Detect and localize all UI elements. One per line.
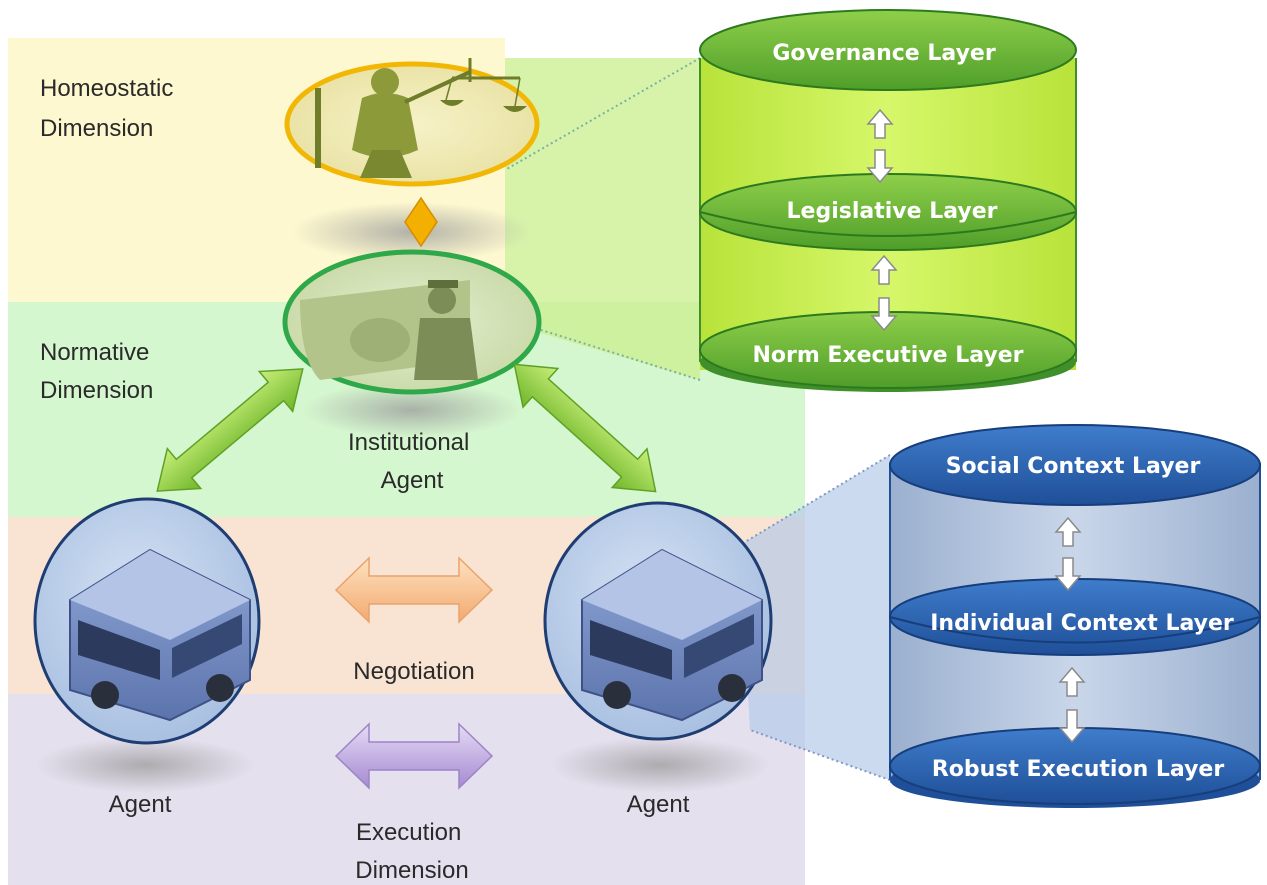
blue-projection-funnel xyxy=(740,455,890,780)
individual-context-layer-disc: Individual Context Layer xyxy=(889,578,1261,656)
homeostatic-link-diamond xyxy=(404,196,438,248)
bus-icon xyxy=(581,548,763,722)
norm-executive-layer-disc: Norm Executive Layer xyxy=(699,311,1077,389)
institutional-agent-label: Institutional Agent xyxy=(348,429,476,494)
governance-layer-label: Governance Layer xyxy=(772,41,996,66)
legislative-layer-disc: Legislative Layer xyxy=(699,173,1077,251)
institutional-shadow xyxy=(302,382,522,438)
normative-dimension-label: Normative Dimension xyxy=(40,339,156,404)
agent-left-label: Agent xyxy=(109,791,172,818)
legislative-executive-arrow xyxy=(870,254,898,332)
bus-icon xyxy=(69,548,251,722)
social-individual-arrow xyxy=(1054,516,1082,592)
green-projection-funnel xyxy=(505,58,700,380)
social-context-layer-label: Social Context Layer xyxy=(946,454,1201,479)
justice-medallion xyxy=(284,58,540,187)
individual-context-layer-label: Individual Context Layer xyxy=(930,611,1234,636)
agent-left-shadow xyxy=(35,737,255,793)
agent-right-shadow xyxy=(550,737,770,793)
negotiation-label: Negotiation xyxy=(353,658,474,685)
agent-right-label: Agent xyxy=(627,791,690,818)
blue-dotted-edge-top xyxy=(739,454,891,546)
governance-layer-disc: Governance Layer xyxy=(699,9,1077,91)
robust-execution-layer-label: Robust Execution Layer xyxy=(932,757,1225,782)
police-officer-icon xyxy=(300,280,478,380)
norm-executive-layer-label: Norm Executive Layer xyxy=(752,343,1023,368)
execution-arrow xyxy=(334,722,494,790)
execution-dimension-label: Execution Dimension xyxy=(355,819,468,884)
social-context-layer-disc: Social Context Layer xyxy=(889,424,1261,506)
individual-execution-arrow xyxy=(1058,666,1086,744)
agent-layer-stack: Robust Execution Layer Individual Contex… xyxy=(889,424,1261,808)
agent-left-medallion xyxy=(33,497,261,745)
negotiation-arrow xyxy=(334,556,494,624)
homeostatic-dimension-label: Homeostatic Dimension xyxy=(40,75,180,142)
right-normative-arrow xyxy=(513,363,657,493)
legislative-layer-label: Legislative Layer xyxy=(787,199,998,224)
green-dotted-edge-bottom xyxy=(534,327,701,381)
institutional-layer-stack: Norm Executive Layer Legislative Layer G… xyxy=(699,9,1077,392)
institutional-agent-medallion xyxy=(282,249,542,395)
left-normative-arrow xyxy=(156,368,304,492)
agent-right-medallion xyxy=(543,501,773,741)
justice-statue-icon xyxy=(315,58,527,178)
governance-legislative-arrow xyxy=(866,108,894,184)
robust-execution-layer-disc: Robust Execution Layer xyxy=(889,727,1261,805)
